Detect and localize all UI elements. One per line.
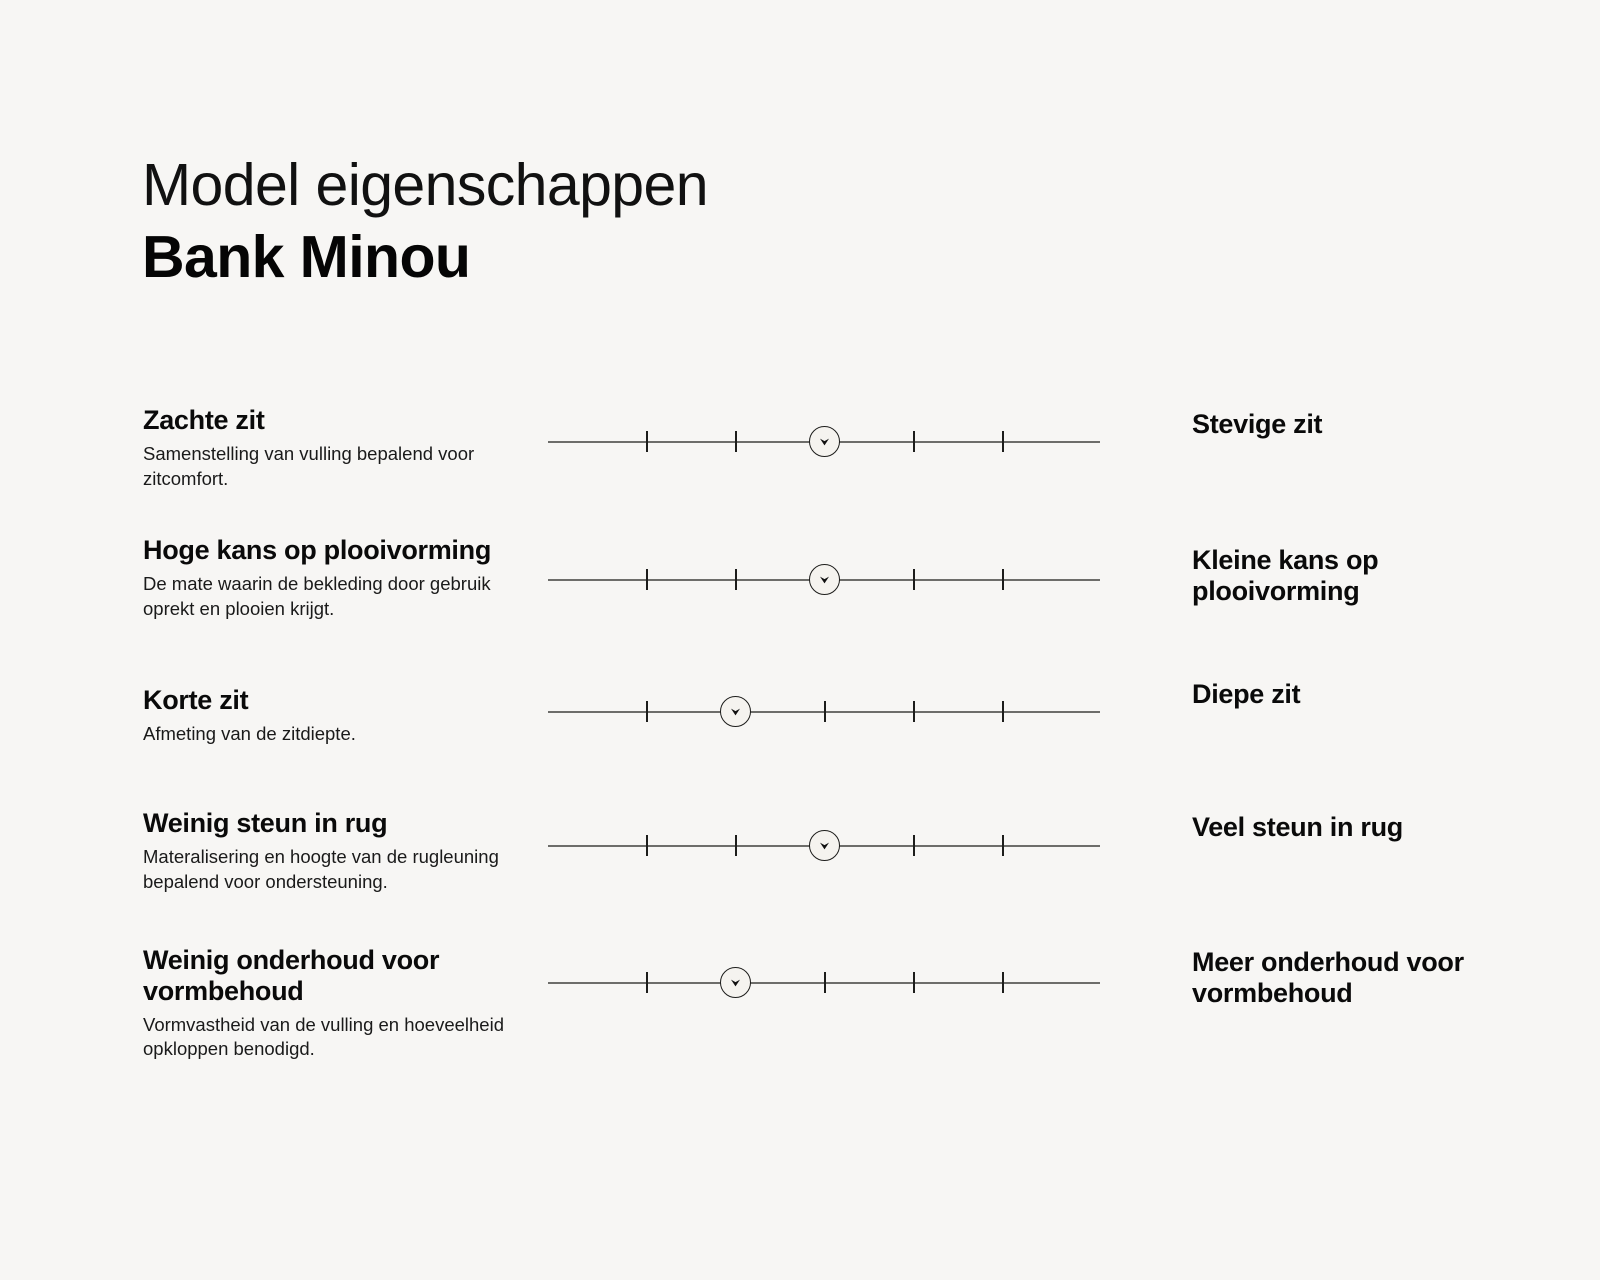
slider-tick <box>913 569 915 590</box>
property-slider[interactable] <box>548 558 1100 602</box>
slider-thumb[interactable] <box>719 696 751 727</box>
slider-tick <box>824 701 826 722</box>
property-right-block: Veel steun in rug <box>1192 812 1552 843</box>
property-left-label: Weinig steun in rug <box>143 808 388 838</box>
property-slider[interactable] <box>548 690 1100 734</box>
property-right-label: Stevige zit <box>1192 409 1323 439</box>
slider-tick <box>646 431 648 452</box>
page-title: Model eigenschappen <box>142 152 709 218</box>
property-slider[interactable] <box>548 961 1100 1005</box>
slider-tick <box>824 972 826 993</box>
property-left-label: Korte zit <box>143 685 249 715</box>
slider-tick <box>1002 431 1004 452</box>
slider-tick <box>646 835 648 856</box>
slider-thumb[interactable] <box>808 426 840 457</box>
slider-tick <box>646 701 648 722</box>
property-left-block: Hoge kans op plooivorming De mate waarin … <box>143 535 543 621</box>
slider-tick <box>646 972 648 993</box>
chevron-down-icon <box>819 438 829 446</box>
property-right-label: Veel steun in rug <box>1192 812 1403 842</box>
slider-thumb[interactable] <box>808 830 840 861</box>
property-description: Materalisering en hoogte van de rugleuni… <box>143 845 499 892</box>
slider-tick <box>1002 701 1004 722</box>
property-description: De mate waarin de bekleding door gebruik… <box>143 572 491 619</box>
page-header: Model eigenschappen Bank Minou <box>142 150 1042 294</box>
slider-tick <box>913 835 915 856</box>
property-left-label: Weinig onderhoud voor vormbehoud <box>143 945 440 1006</box>
slider-tick <box>913 431 915 452</box>
slider-tick <box>913 972 915 993</box>
property-right-block: Stevige zit <box>1192 409 1552 440</box>
chevron-down-icon <box>819 842 829 850</box>
slider-tick <box>646 569 648 590</box>
chevron-down-icon <box>730 979 740 987</box>
slider-tick <box>735 569 737 590</box>
slider-thumb[interactable] <box>719 967 751 998</box>
slider-tick <box>913 701 915 722</box>
property-right-block: Kleine kans op plooivorming <box>1192 545 1552 607</box>
property-slider[interactable] <box>548 420 1100 464</box>
chevron-down-icon <box>730 708 740 716</box>
property-right-block: Meer onderhoud voor vormbehoud <box>1192 947 1552 1009</box>
property-right-label: Meer onderhoud voor vormbehoud <box>1192 947 1464 1008</box>
slider-tick <box>735 431 737 452</box>
property-right-label: Kleine kans op plooivorming <box>1192 545 1379 606</box>
slider-thumb[interactable] <box>808 564 840 595</box>
property-left-label: Hoge kans op plooivorming <box>143 535 492 565</box>
page-subtitle: Bank Minou <box>142 223 471 290</box>
slider-tick <box>1002 835 1004 856</box>
property-left-label: Zachte zit <box>143 405 265 435</box>
property-description: Afmeting van de zitdiepte. <box>143 722 356 744</box>
property-description: Vormvastheid van de vulling en hoeveelhe… <box>143 1013 504 1060</box>
slider-tick <box>735 835 737 856</box>
property-right-label: Diepe zit <box>1192 679 1301 709</box>
slider-tick <box>1002 972 1004 993</box>
property-slider[interactable] <box>548 824 1100 868</box>
slider-tick <box>1002 569 1004 590</box>
chevron-down-icon <box>819 576 829 584</box>
property-description: Samenstelling van vulling bepalend voor … <box>143 442 475 489</box>
property-right-block: Diepe zit <box>1192 679 1552 710</box>
